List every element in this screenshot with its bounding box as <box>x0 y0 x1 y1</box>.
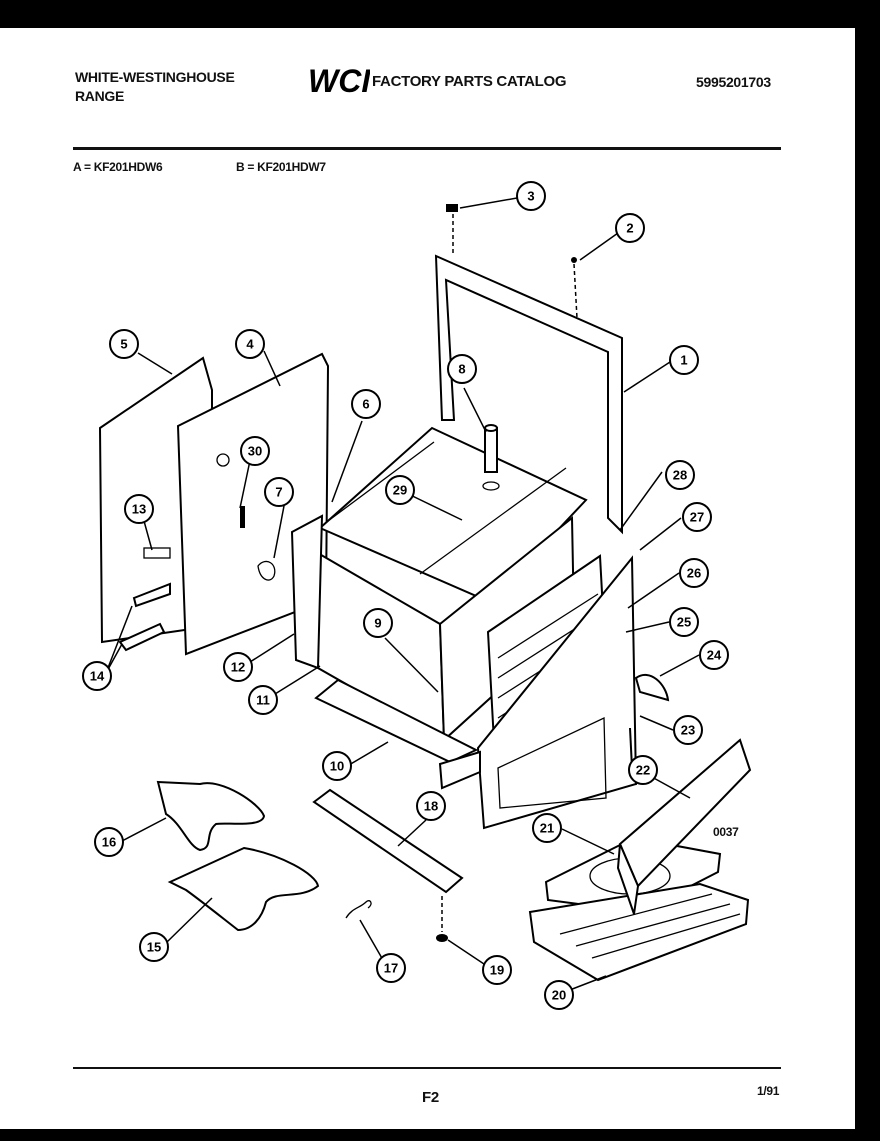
callout-30: 30 <box>240 436 270 466</box>
svg-text:18: 18 <box>424 799 438 814</box>
part-clip <box>446 204 458 254</box>
part-kick-panel <box>312 788 464 894</box>
header-divider <box>73 147 781 150</box>
callout-24: 24 <box>699 640 729 670</box>
svg-text:9: 9 <box>374 616 381 631</box>
catalog-title: FACTORY PARTS CATALOG <box>372 73 567 90</box>
brand-name: WHITE-WESTINGHOUSE <box>75 69 235 85</box>
callout-22: 22 <box>628 755 658 785</box>
svg-text:17: 17 <box>384 961 398 976</box>
svg-text:28: 28 <box>673 468 687 483</box>
model-b-label: B = KF201HDW7 <box>236 160 326 174</box>
callout-20: 20 <box>544 980 574 1010</box>
svg-text:25: 25 <box>677 615 691 630</box>
callout-27: 27 <box>682 502 712 532</box>
svg-text:22: 22 <box>636 763 650 778</box>
svg-text:19: 19 <box>490 963 504 978</box>
callout-17: 17 <box>376 953 406 983</box>
svg-text:29: 29 <box>393 483 407 498</box>
svg-text:30: 30 <box>248 444 262 459</box>
part-insulation <box>290 514 324 670</box>
svg-text:23: 23 <box>681 723 695 738</box>
svg-text:2: 2 <box>626 221 633 236</box>
svg-text:7: 7 <box>275 485 282 500</box>
callout-15: 15 <box>139 932 169 962</box>
drawing-code: 0037 <box>713 825 739 839</box>
revision-date: 1/91 <box>757 1084 780 1098</box>
callout-16: 16 <box>94 827 124 857</box>
callout-21: 21 <box>532 813 562 843</box>
catalog-number: 5995201703 <box>696 74 771 90</box>
svg-text:12: 12 <box>231 660 245 675</box>
callout-13: 13 <box>124 494 154 524</box>
part-cabinet-side <box>434 254 623 535</box>
callout-2: 2 <box>615 213 645 243</box>
part-broiler-pan <box>528 882 750 982</box>
svg-text:24: 24 <box>707 648 722 663</box>
svg-text:27: 27 <box>690 510 704 525</box>
svg-text:13: 13 <box>132 502 146 517</box>
callout-29: 29 <box>385 475 415 505</box>
product-type: RANGE <box>75 88 125 104</box>
callout-19: 19 <box>482 955 512 985</box>
callout-9: 9 <box>363 608 393 638</box>
part-drawer-front <box>616 738 752 915</box>
wci-logo: WCI <box>308 64 370 98</box>
svg-text:15: 15 <box>147 940 161 955</box>
exploded-parts-diagram: 1 2 3 4 5 6 7 8 9 10 11 12 13 14 15 16 1… <box>82 181 752 1010</box>
part-door-frame <box>476 555 638 830</box>
model-a-label: A = KF201HDW6 <box>73 160 163 174</box>
svg-text:5: 5 <box>120 337 127 352</box>
svg-text:1: 1 <box>680 353 687 368</box>
callout-28: 28 <box>665 460 695 490</box>
callout-25: 25 <box>669 607 699 637</box>
callout-23: 23 <box>673 715 703 745</box>
catalog-sheet: WHITE-WESTINGHOUSE RANGE WCI FACTORY PAR… <box>0 28 855 1129</box>
svg-text:26: 26 <box>687 566 701 581</box>
svg-text:WCI: WCI <box>308 64 370 98</box>
svg-text:8: 8 <box>458 362 465 377</box>
part-bracket <box>118 547 171 652</box>
footer-divider <box>73 1067 781 1069</box>
callout-8: 8 <box>447 354 477 384</box>
svg-text:10: 10 <box>330 759 344 774</box>
callout-7: 7 <box>264 477 294 507</box>
callout-5: 5 <box>109 329 139 359</box>
callout-6: 6 <box>351 389 381 419</box>
page-id: F2 <box>422 1089 439 1106</box>
part-broil-element <box>167 846 320 932</box>
callout-12: 12 <box>223 652 253 682</box>
callout-26: 26 <box>679 558 709 588</box>
callout-11: 11 <box>248 685 278 715</box>
callout-10: 10 <box>322 751 352 781</box>
callout-14: 14 <box>82 661 112 691</box>
svg-text:16: 16 <box>102 835 116 850</box>
svg-text:6: 6 <box>362 397 369 412</box>
svg-text:11: 11 <box>256 693 270 708</box>
callout-4: 4 <box>235 329 265 359</box>
callout-1: 1 <box>669 345 699 375</box>
part-screw <box>571 257 578 319</box>
part-bake-element <box>156 780 266 852</box>
part-bottom-panel <box>314 678 481 790</box>
svg-text:14: 14 <box>90 669 105 684</box>
svg-text:3: 3 <box>527 189 534 204</box>
part-leveler <box>436 896 448 942</box>
svg-text:4: 4 <box>246 337 254 352</box>
svg-text:21: 21 <box>540 821 554 836</box>
part-rear-wall <box>176 352 330 656</box>
callout-3: 3 <box>516 181 546 211</box>
svg-text:20: 20 <box>552 988 566 1003</box>
part-wire-clip <box>345 900 372 919</box>
callout-18: 18 <box>416 791 446 821</box>
